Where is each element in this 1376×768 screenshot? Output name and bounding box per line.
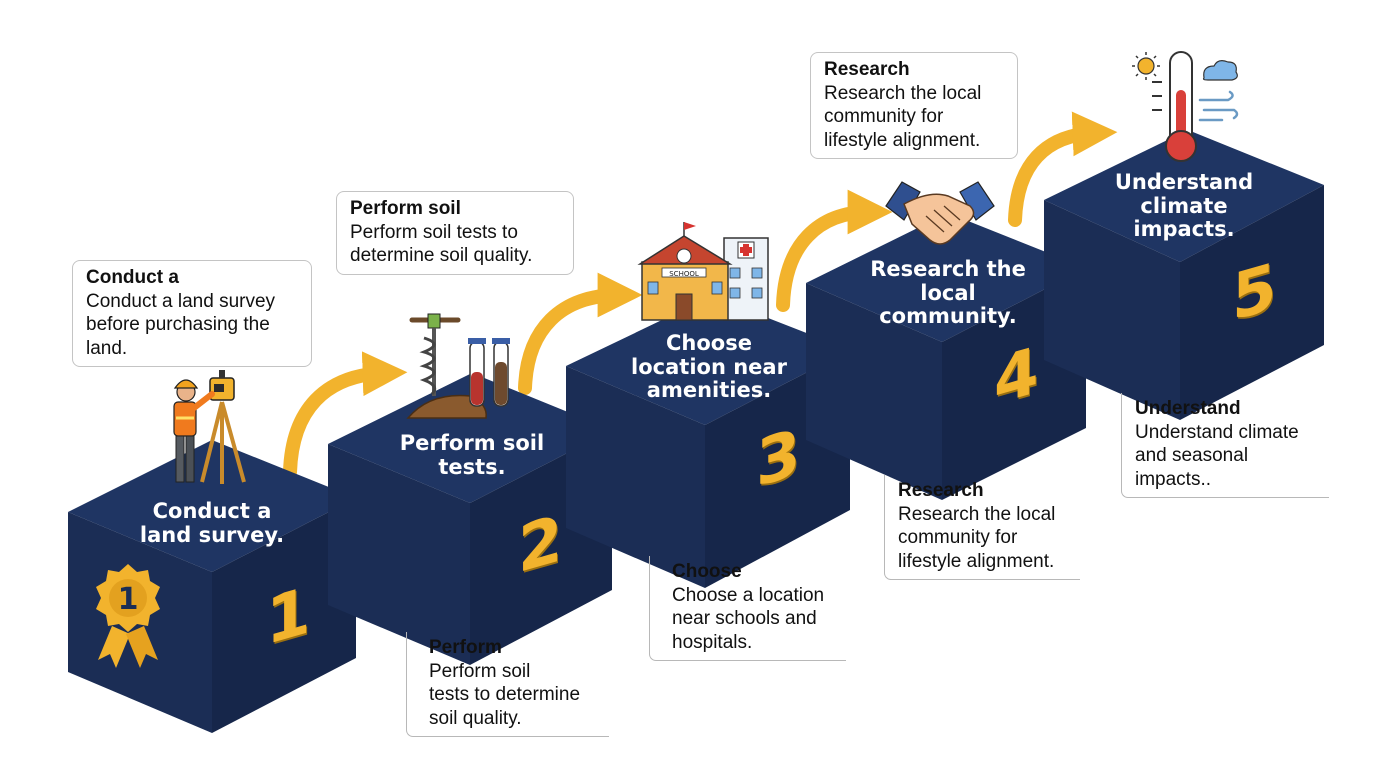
- surveyor-icon: [173, 370, 246, 484]
- step-4-note-top: Research Research the local community fo…: [810, 52, 1018, 159]
- cube-5-left-face: [1044, 200, 1180, 420]
- cube-2-top: [328, 373, 612, 503]
- arrow-4-to-5: [1008, 111, 1118, 227]
- cube-3-left-face: [566, 366, 705, 588]
- step-2-label: Perform soil tests.: [399, 431, 545, 479]
- cube-2-left-face: [328, 444, 470, 665]
- cube-1-top: [68, 440, 356, 572]
- step-3-number: 3: [756, 415, 801, 503]
- cube-1-right-face: [212, 498, 356, 733]
- step-3-label: Choose location near amenities.: [631, 331, 787, 402]
- cube-5-top: [1044, 130, 1324, 262]
- note-title: Conduct a: [86, 267, 179, 288]
- step-arrows: [283, 111, 1118, 479]
- step-1-label: Conduct a land survey.: [139, 499, 285, 547]
- arrow-2-to-3: [518, 272, 643, 395]
- note-title: Research: [898, 480, 984, 501]
- soil-test-icon: [406, 313, 510, 419]
- step-1-note: Conduct a Conduct a land survey before p…: [72, 260, 312, 367]
- award-ribbon-icon: 1: [96, 564, 160, 668]
- step-1-number: 1: [266, 573, 311, 661]
- note-title: Perform soil: [350, 198, 461, 219]
- cube-4-top: [806, 213, 1086, 342]
- step-2-note-bottom: Perform Perform soil tests to determine …: [406, 632, 609, 737]
- step-2-note: Perform soil Perform soil tests to deter…: [336, 191, 574, 275]
- note-title: Choose: [672, 561, 742, 582]
- step-5-label: Understand climate impacts.: [1114, 170, 1254, 241]
- step-5-cube: [1044, 130, 1324, 420]
- cube-4-left-face: [806, 283, 942, 500]
- arrow-1-to-2: [283, 351, 408, 479]
- school-hospital-icon: SCHOOL: [637, 222, 769, 321]
- step-2-number: 2: [518, 501, 563, 589]
- step-5-note: Understand Understand climate and season…: [1121, 393, 1329, 498]
- school-sign-text: SCHOOL: [669, 270, 699, 278]
- step-3-note: Choose Choose a location near schools an…: [649, 556, 846, 661]
- step-4-label: Research the local community.: [870, 257, 1026, 328]
- step-4-number: 4: [994, 333, 1039, 421]
- note-title: Understand: [1135, 398, 1241, 419]
- arrow-3-to-4: [776, 189, 893, 312]
- cube-3-top: [566, 296, 850, 425]
- svg-text:1: 1: [118, 582, 139, 617]
- cube-5-right-face: [1180, 185, 1324, 420]
- handshake-icon: [885, 181, 995, 245]
- step-5-number: 5: [1232, 249, 1277, 337]
- note-title: Research: [824, 59, 910, 80]
- step-4-note-bottom: Research Research the local community fo…: [884, 475, 1080, 580]
- note-title: Perform: [429, 637, 502, 658]
- thermometer-weather-icon: [1132, 51, 1239, 162]
